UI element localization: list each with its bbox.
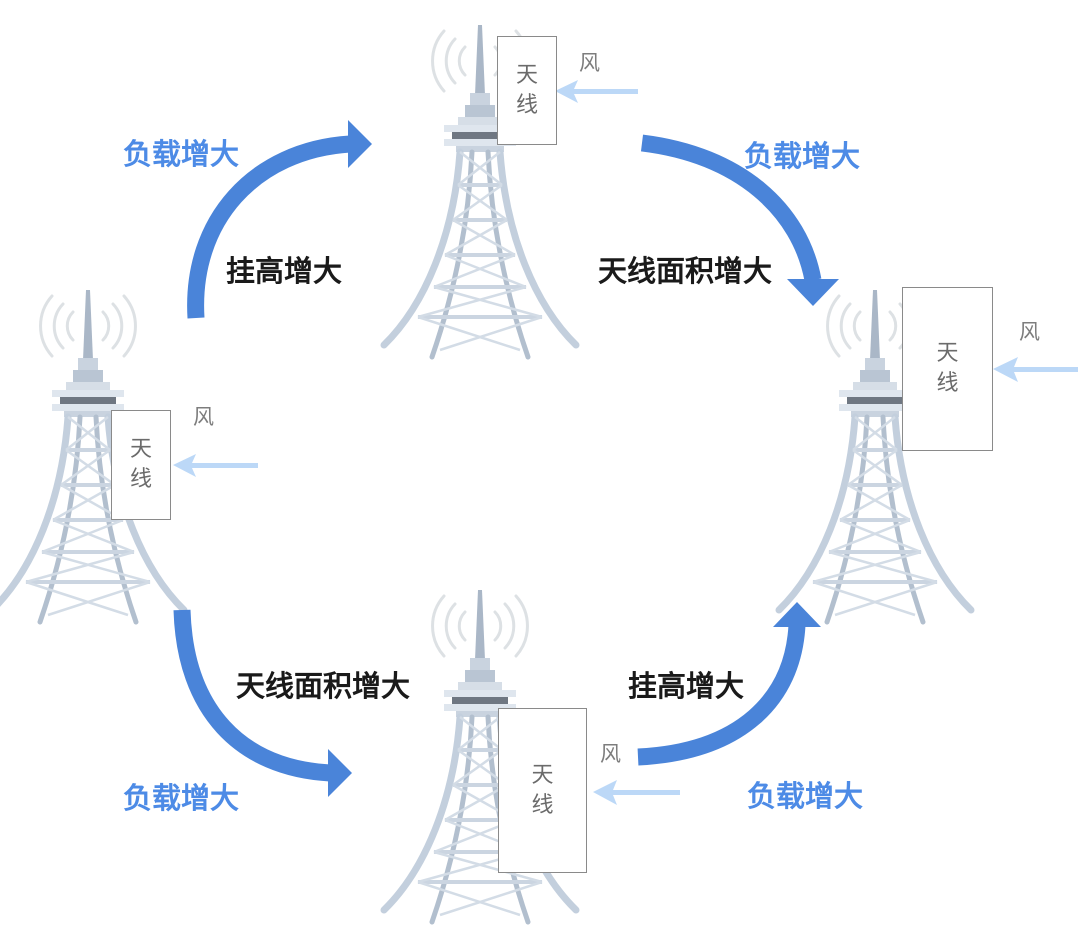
antenna-label: 天 xyxy=(936,341,959,366)
antenna-panel: 天 线 xyxy=(498,708,587,873)
antenna-label: 线 xyxy=(531,792,554,818)
height-increase-label: 挂高增大 xyxy=(628,669,745,703)
antenna-panel: 天 线 xyxy=(111,410,171,520)
antenna-label: 天 xyxy=(515,62,538,88)
antenna-label: 天 xyxy=(531,762,554,788)
area-increase-label: 天线面积增大 xyxy=(598,254,773,288)
wind-label: 风 xyxy=(193,405,214,429)
cycle-arrow-icon xyxy=(173,609,331,782)
antenna-label: 天 xyxy=(129,437,152,462)
cycle-arrow-icon xyxy=(640,134,822,282)
wind-label: 风 xyxy=(579,51,600,75)
wind-label: 风 xyxy=(600,742,621,766)
load-increase-label: 负载增大 xyxy=(123,781,240,815)
load-increase-label: 负载增大 xyxy=(123,137,240,171)
antenna-label: 线 xyxy=(129,467,152,492)
load-increase-label: 负载增大 xyxy=(747,779,864,813)
antenna-panel: 天 线 xyxy=(497,36,557,145)
cycle-arrow-icon xyxy=(187,135,351,319)
wind-arrow-icon xyxy=(993,357,1078,382)
wind-label: 风 xyxy=(1019,320,1040,344)
wind-arrow-icon xyxy=(555,80,638,103)
antenna-label: 线 xyxy=(515,92,538,118)
cycle-arrow-icon xyxy=(637,624,806,766)
wind-arrow-icon xyxy=(593,780,680,805)
load-increase-label: 负载增大 xyxy=(744,139,861,173)
height-increase-label: 挂高增大 xyxy=(226,254,343,288)
antenna-label: 线 xyxy=(936,371,959,396)
wind-arrow-icon xyxy=(173,454,258,477)
area-increase-label: 天线面积增大 xyxy=(236,669,411,703)
antenna-panel: 天 线 xyxy=(902,287,993,451)
